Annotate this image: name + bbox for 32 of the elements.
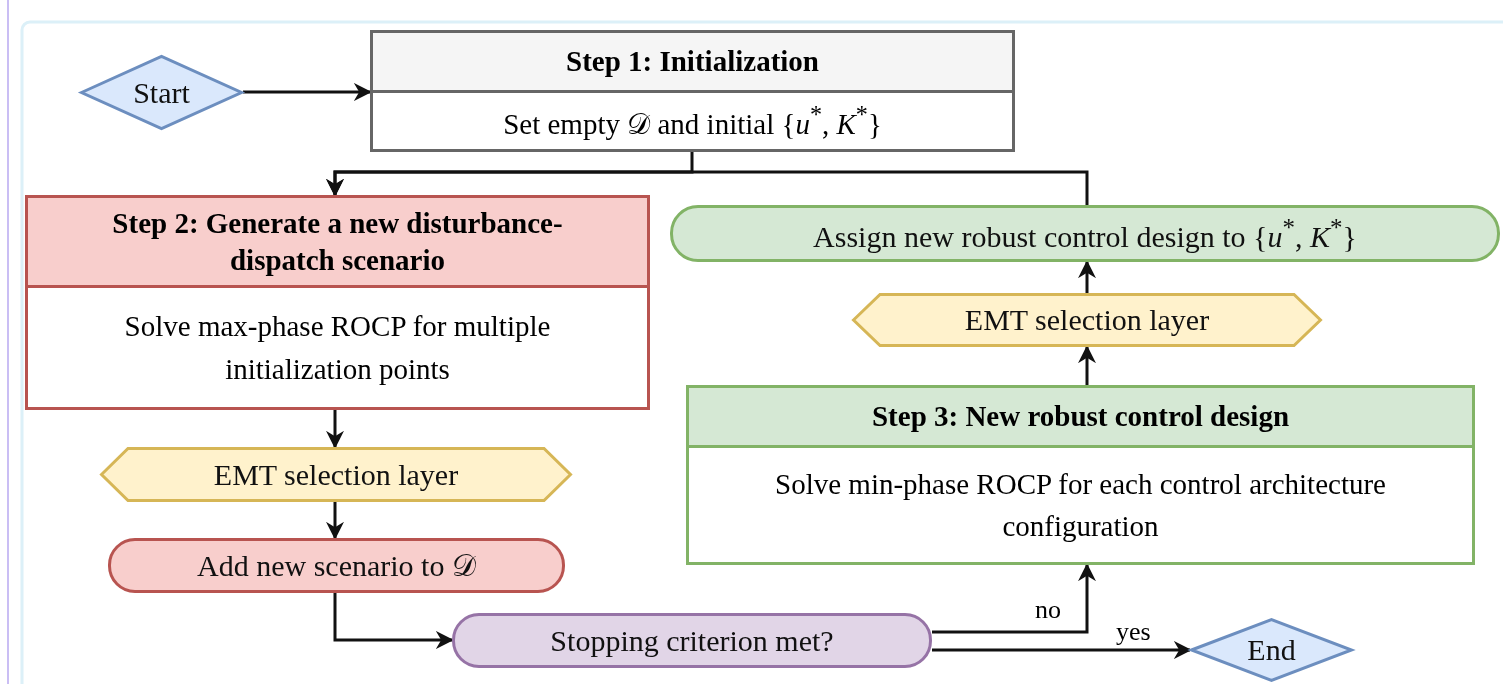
- arrow: [326, 502, 344, 540]
- box-text: Solve max-phase ROCP for multiple initialization points: [123, 309, 552, 387]
- box-text: Set empty 𝒟 and initial {u$^{*}$, K$^{*}$}: [502, 100, 883, 142]
- process-box: [370, 30, 1015, 152]
- arrow: [1078, 345, 1096, 385]
- node-label: Stopping criterion met?: [550, 622, 834, 659]
- box-heading: Step 3: New robust control design: [689, 388, 1472, 448]
- node-label: Start: [133, 74, 190, 111]
- process-box: [686, 385, 1475, 565]
- rounded-box: [452, 613, 932, 668]
- node-label: EMT selection layer: [213, 456, 459, 493]
- arrow: [326, 170, 1089, 205]
- arrow: [932, 563, 1096, 634]
- box-heading: Step 1: Initialization: [373, 33, 1012, 93]
- node-label: End: [1247, 632, 1296, 669]
- arrow: [326, 410, 344, 449]
- box-heading: Step 2: Generate a new disturbance-dispatch scenario: [28, 198, 647, 288]
- terminal-diamond: [80, 55, 243, 130]
- node-label: Add new scenario to 𝒟: [197, 547, 476, 584]
- rounded-box: [670, 205, 1500, 262]
- process-box: [25, 195, 650, 410]
- box-text: Solve min-phase ROCP for each control architecture configuration: [774, 466, 1387, 544]
- arrow: [333, 593, 454, 649]
- arrow: [932, 641, 1192, 659]
- arrow: [1078, 260, 1096, 293]
- terminal-diamond: [1190, 618, 1353, 682]
- selection-hexagon: [100, 447, 572, 502]
- node-label: EMT selection layer: [964, 302, 1210, 339]
- selection-hexagon: [852, 293, 1322, 347]
- rounded-box: [108, 538, 565, 593]
- node-label: Assign new robust control design to {u$^{*}$, K$^{*}$}: [813, 212, 1357, 255]
- arrow: [243, 83, 372, 101]
